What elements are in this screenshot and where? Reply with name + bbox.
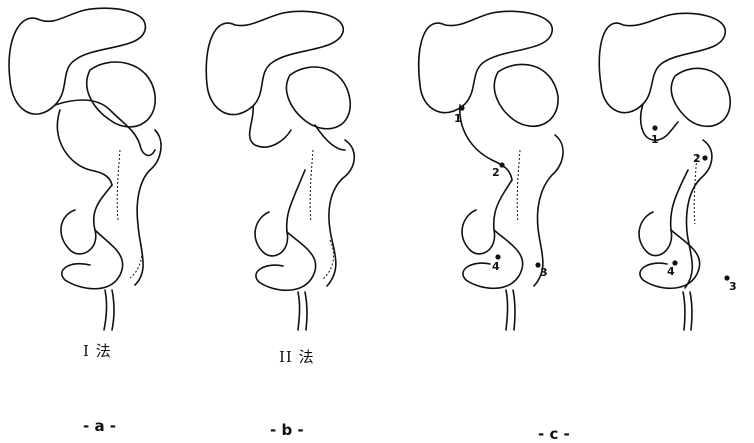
marker-label-1: 1 <box>454 112 462 125</box>
marker-dot-1 <box>652 125 657 130</box>
sublabel-b: - b - <box>270 421 304 439</box>
marker-dot-4 <box>495 254 500 259</box>
marker-dot-1 <box>459 105 464 110</box>
anatomy-illustration-a <box>0 0 185 335</box>
diagram-panel-c1: 1 2 3 4 <box>410 0 585 335</box>
marker-label-2: 2 <box>492 166 500 179</box>
caption-method-2: II 法 <box>279 346 315 367</box>
marker-label-4: 4 <box>492 260 500 273</box>
diagram-panel-b <box>195 0 380 335</box>
anatomy-illustration-c2: 1 2 3 4 <box>593 0 754 335</box>
marker-label-4: 4 <box>667 265 675 278</box>
marker-label-3: 3 <box>729 280 737 293</box>
marker-label-1: 1 <box>651 133 659 146</box>
marker-dot-2 <box>702 155 707 160</box>
diagram-panel-a <box>0 0 185 335</box>
diagram-panel-c2: 1 2 3 4 <box>593 0 754 335</box>
anatomy-illustration-c1: 1 2 3 4 <box>410 0 585 335</box>
sublabel-c: - c - <box>538 425 570 443</box>
sublabel-a: - a - <box>83 417 116 435</box>
caption-method-1: I 法 <box>83 340 112 361</box>
anatomy-illustration-b <box>195 0 380 335</box>
marker-label-3: 3 <box>540 266 548 279</box>
marker-label-2: 2 <box>693 152 701 165</box>
marker-dot-2 <box>499 162 504 167</box>
